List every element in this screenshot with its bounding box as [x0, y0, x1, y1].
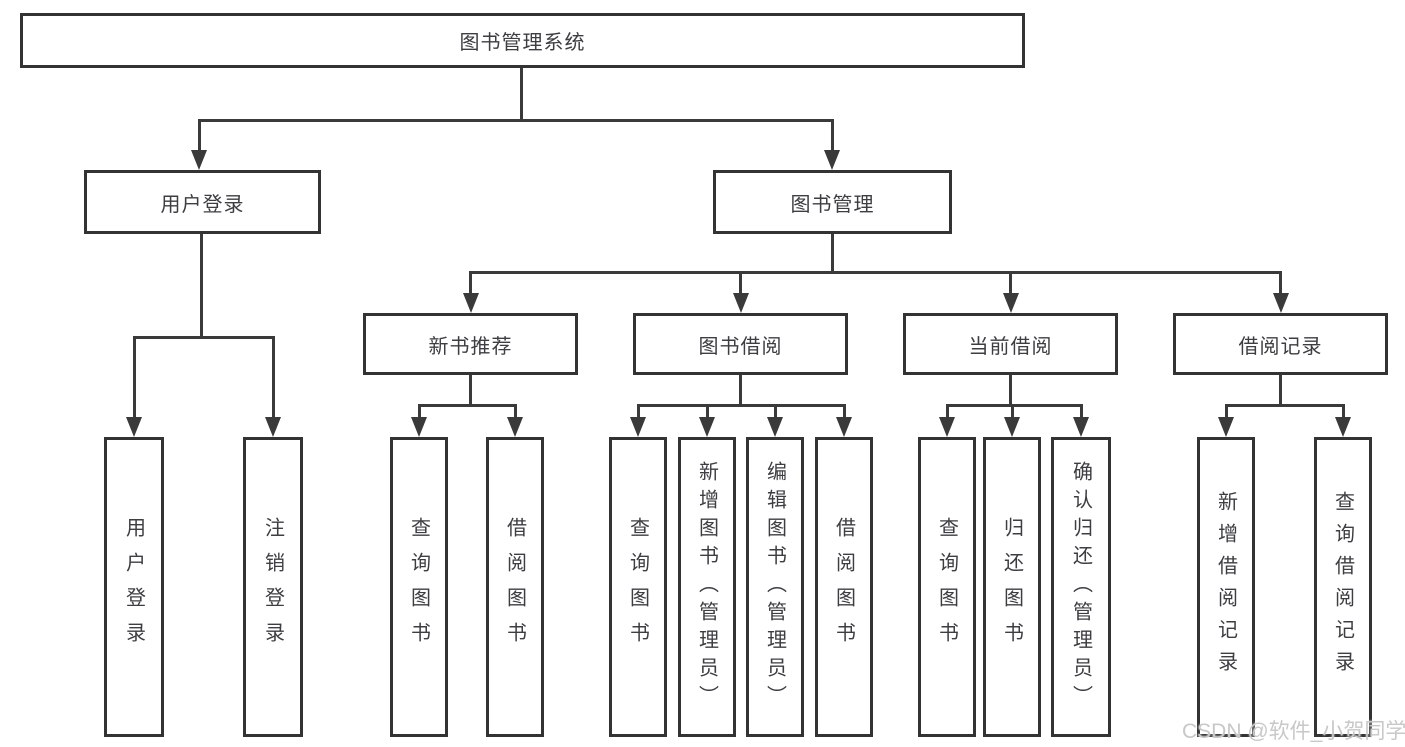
leaf-bb-edit-books-admin: 编辑图书（管理员） [746, 437, 804, 737]
arrow-to-leaf-logout [265, 417, 281, 437]
connector-borrow-shaft [739, 270, 742, 296]
connector-borrow-stem [739, 375, 742, 406]
node-root: 图书管理系统 [20, 13, 1025, 68]
leaf-bb-query-books: 查询图书 [609, 437, 667, 737]
leaf-cb-return-books: 归还图书 [983, 437, 1041, 737]
connector-level3-split [469, 270, 1282, 274]
arrow-to-cb-query [939, 417, 955, 437]
watermark: CSDN @软件_小贺同学 [1182, 720, 1405, 743]
connector-newbooks-shaft [469, 270, 472, 296]
connector-bb-leaf2-shaft [705, 403, 709, 419]
arrow-to-br-add [1218, 417, 1234, 437]
connector-cb-leaf3-shaft [1079, 403, 1083, 419]
node-new-books: 新书推荐 [363, 313, 578, 375]
arrow-to-book-mgmt [824, 150, 840, 170]
connector-nb-leaf2-shaft [513, 403, 517, 419]
connector-user-split [132, 335, 275, 339]
connector-user-stem [199, 234, 203, 337]
leaf-cb-query-books: 查询图书 [918, 437, 976, 737]
arrow-to-br-query [1335, 417, 1351, 437]
arrow-to-user-login [191, 150, 207, 170]
arrow-to-nb-borrow [507, 417, 523, 437]
connector-current-split [945, 403, 1083, 407]
arrow-to-nb-query [411, 417, 427, 437]
arrow-to-current [1002, 293, 1019, 313]
arrow-to-bb-borrow [836, 417, 852, 437]
connector-bb-leaf3-shaft [773, 403, 777, 419]
leaf-br-add-record: 新增借阅记录 [1197, 437, 1255, 737]
connector-current-shaft [1009, 270, 1012, 296]
arrow-to-cb-return [1004, 417, 1020, 437]
arrow-to-bb-query [630, 417, 646, 437]
connector-nb-leaf1-shaft [417, 403, 421, 419]
node-book-borrow: 图书借阅 [633, 313, 848, 375]
connector-bb-leaf4-shaft [842, 403, 846, 419]
node-current-borrow: 当前借阅 [903, 313, 1118, 375]
connector-records-split [1224, 403, 1345, 407]
connector-records-shaft [1279, 270, 1282, 296]
arrow-to-bb-add [699, 417, 715, 437]
connector-records-stem [1279, 375, 1282, 406]
connector-cb-leaf2-shaft [1010, 403, 1014, 419]
connector-mgmt-shaft [830, 118, 834, 152]
leaf-logout: 注销登录 [243, 437, 303, 737]
node-user-login: 用户登录 [84, 170, 321, 234]
node-borrow-records: 借阅记录 [1173, 313, 1388, 375]
connector-newbooks-stem [469, 375, 472, 406]
connector-newbooks-split [417, 403, 517, 407]
connector-user-leaf1-shaft [132, 335, 136, 420]
connector-br-leaf2-shaft [1341, 403, 1345, 419]
leaf-nb-query-books: 查询图书 [390, 437, 448, 737]
arrow-to-borrow [732, 293, 749, 313]
leaf-cb-confirm-return-admin: 确认归还（管理员） [1051, 437, 1111, 737]
connector-root-stem [519, 68, 523, 120]
leaf-user-login: 用户登录 [104, 437, 164, 737]
arrow-to-bb-edit [767, 417, 783, 437]
connector-borrow-split [636, 403, 846, 407]
connector-level2-split [197, 118, 834, 122]
arrow-to-newbooks [462, 293, 479, 313]
leaf-nb-borrow-books: 借阅图书 [486, 437, 544, 737]
connector-bb-leaf1-shaft [636, 403, 640, 419]
arrow-to-records [1272, 293, 1289, 313]
connector-mgmt-stem [830, 234, 834, 273]
connector-user-leaf2-shaft [271, 335, 275, 420]
connector-cb-leaf1-shaft [945, 403, 949, 419]
connector-user-shaft [197, 118, 201, 152]
connector-current-stem [1009, 375, 1012, 406]
arrow-to-leaf-user-login [126, 417, 142, 437]
node-book-mgmt: 图书管理 [713, 170, 952, 234]
connector-br-leaf1-shaft [1224, 403, 1228, 419]
leaf-br-query-record: 查询借阅记录 [1314, 437, 1372, 737]
leaf-bb-add-books-admin: 新增图书（管理员） [678, 437, 736, 737]
arrow-to-cb-confirm [1073, 417, 1089, 437]
leaf-bb-borrow-books: 借阅图书 [815, 437, 873, 737]
